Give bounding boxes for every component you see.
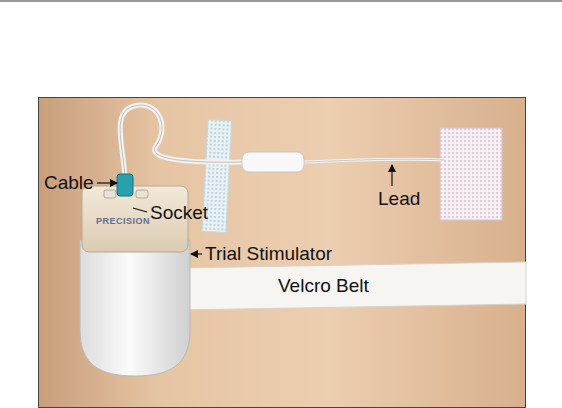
brand-mark: PRECISION xyxy=(96,216,150,226)
part-label: Trial Stimulator xyxy=(205,243,332,265)
part-label: Velcro Belt xyxy=(278,275,369,297)
part-label: Lead xyxy=(378,188,420,210)
part-label: Socket xyxy=(150,202,208,224)
part-label: Cable xyxy=(44,172,94,194)
